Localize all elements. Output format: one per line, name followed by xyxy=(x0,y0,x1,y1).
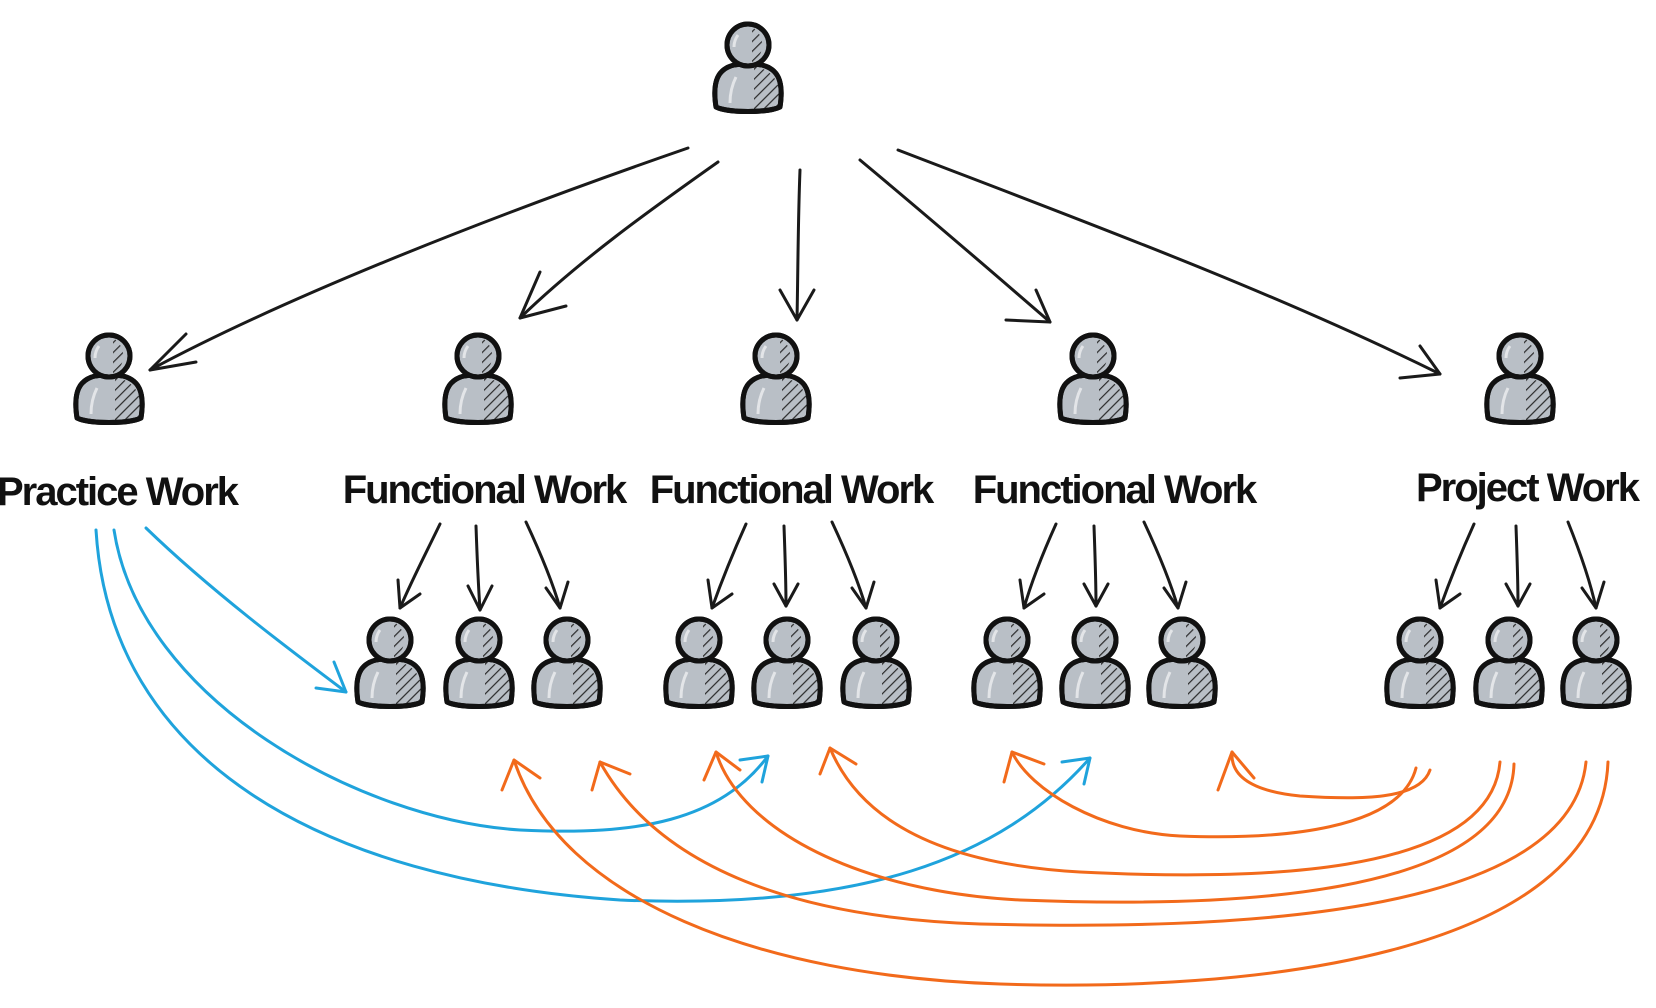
arrow-head xyxy=(314,660,348,694)
person-icon xyxy=(534,619,600,707)
arrow-head xyxy=(1004,288,1052,324)
arrow-head xyxy=(778,288,816,322)
project-arrow-5 xyxy=(598,760,1588,927)
person-icon xyxy=(446,619,512,707)
arrow-to-functional-3 xyxy=(858,158,1052,324)
arrow-down xyxy=(474,524,482,612)
arrow-head xyxy=(466,584,494,612)
arrow-down xyxy=(1514,524,1520,608)
arrow-to-functional-2 xyxy=(795,168,802,322)
group-heads xyxy=(76,335,1553,423)
arrow-head xyxy=(818,746,858,776)
project-arrow-3 xyxy=(828,746,1502,877)
practice-arrows xyxy=(94,526,1092,903)
person-icon xyxy=(1062,619,1128,707)
project-arrow-1 xyxy=(1230,750,1432,800)
person-icon xyxy=(1149,619,1215,707)
arrow-down xyxy=(1022,522,1058,610)
person-icon xyxy=(76,335,142,423)
arrow-head xyxy=(1082,582,1110,608)
person-icon xyxy=(1060,335,1126,423)
person-icon xyxy=(1387,619,1453,707)
arrow-to-practice xyxy=(148,146,690,372)
project-arrow-4 xyxy=(714,750,1516,904)
group-labels: Practice Work Functional Work Functional… xyxy=(0,466,1643,514)
group-label-functional-3: Functional Work xyxy=(973,468,1258,512)
person-icon xyxy=(666,619,732,707)
person-icon xyxy=(715,24,781,112)
arrow-head xyxy=(1580,580,1606,610)
practice-arrow-3 xyxy=(94,528,1092,903)
arrow-head xyxy=(1162,580,1188,610)
arrow-head xyxy=(1398,344,1442,380)
arrow-down xyxy=(524,520,562,610)
arrow-head xyxy=(1504,582,1532,608)
arrow-head xyxy=(1434,578,1462,610)
members-project xyxy=(1387,619,1629,707)
arrow-head xyxy=(850,580,876,610)
arrow-down xyxy=(1142,520,1180,610)
practice-arrow-2 xyxy=(112,528,770,833)
arrow-head xyxy=(772,582,800,608)
arrow-down xyxy=(398,522,442,610)
top-person xyxy=(715,24,781,112)
arrow-head xyxy=(396,578,422,610)
arrow-head xyxy=(544,580,570,610)
person-icon xyxy=(1476,619,1542,707)
arrow-head xyxy=(706,578,734,610)
person-icon xyxy=(1563,619,1629,707)
arrow-down xyxy=(782,524,788,608)
person-icon xyxy=(974,619,1040,707)
arrow-down xyxy=(1092,524,1098,608)
members-functional-2 xyxy=(666,619,909,707)
arrow-head xyxy=(1216,750,1256,792)
group-label-practice: Practice Work xyxy=(0,470,240,514)
arrow-head xyxy=(738,754,770,784)
arrow-head xyxy=(1060,756,1092,786)
arrow-head xyxy=(500,758,542,792)
project-arrow-6 xyxy=(512,758,1610,987)
arrow-head xyxy=(148,332,198,372)
practice-arrow-1 xyxy=(144,526,348,694)
person-icon xyxy=(754,619,820,707)
arrow-down xyxy=(1438,522,1476,610)
group-label-project: Project Work xyxy=(1416,466,1641,510)
arrow-head xyxy=(1002,750,1046,784)
arrow-head xyxy=(1018,578,1046,610)
members-functional-1 xyxy=(357,619,600,707)
group-label-functional-1: Functional Work xyxy=(343,468,628,512)
arrow-head xyxy=(518,270,568,320)
project-arrow-2 xyxy=(1010,750,1418,839)
person-icon xyxy=(445,335,511,423)
arrow-down xyxy=(830,520,868,610)
arrow-down xyxy=(710,522,748,610)
arrow-head xyxy=(702,750,742,782)
person-icon xyxy=(357,619,423,707)
arrow-head xyxy=(590,760,632,792)
arrow-to-functional-1 xyxy=(518,160,720,320)
arrow-to-project xyxy=(896,148,1442,376)
group-label-functional-2: Functional Work xyxy=(650,468,935,512)
arrow-down xyxy=(1566,520,1598,610)
group-to-member-arrows xyxy=(396,520,1606,612)
person-icon xyxy=(743,335,809,423)
person-icon xyxy=(1487,335,1553,423)
person-icon xyxy=(843,619,909,707)
project-arrows xyxy=(500,746,1610,987)
members-functional-3 xyxy=(974,619,1215,707)
top-to-group-arrows xyxy=(148,146,1442,380)
